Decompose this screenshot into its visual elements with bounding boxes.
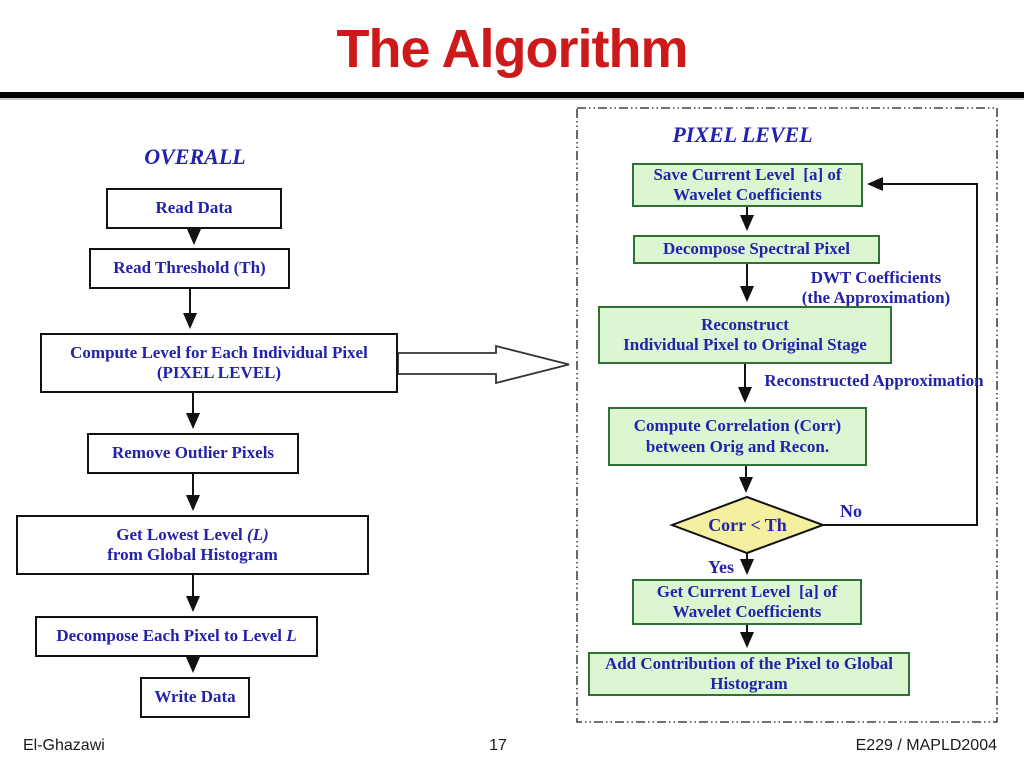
flow-box-label: Wavelet Coefficients xyxy=(672,602,822,621)
dwt-coefficients-label: DWT Coefficients (the Approximation) xyxy=(801,268,951,307)
flow-box-label: Read Threshold (Th) xyxy=(113,258,266,278)
flow-box-label: Add Contribution of the Pixel to Global xyxy=(604,653,894,673)
flow-box-save-current-level: Save Current Level [a] of Wavelet Coeffi… xyxy=(632,163,863,207)
reconstructed-approximation-label: Reconstructed Approximation xyxy=(764,371,984,390)
flow-box-label: from Global Histogram xyxy=(107,545,278,564)
pixel-level-heading: PIXEL LEVEL xyxy=(672,122,813,147)
no-branch-label: No xyxy=(840,501,862,521)
flow-box-write-data: Write Data xyxy=(140,677,250,718)
yes-branch-label: Yes xyxy=(708,557,734,577)
slide-title: The Algorithm xyxy=(336,19,689,79)
flow-box-compute-level: Compute Level for Each Individual Pixel … xyxy=(40,333,398,393)
flow-box-label: Remove Outlier Pixels xyxy=(111,443,275,463)
block-arrow-to-pixel-level xyxy=(397,344,570,385)
flow-box-label: Decompose Spectral Pixel xyxy=(663,239,850,259)
flow-box-label: Write Data xyxy=(154,687,236,707)
flow-box-label: Read Data xyxy=(155,198,233,218)
flow-box-label: Decompose Each Pixel to Level L xyxy=(56,626,297,646)
flow-box-decompose-spectral-pixel: Decompose Spectral Pixel xyxy=(633,235,880,264)
overall-heading: OVERALL xyxy=(144,144,246,169)
flow-box-label: Compute Correlation (Corr) xyxy=(633,416,842,436)
flow-box-label: Wavelet Coefficients xyxy=(673,185,822,204)
flow-box-remove-outlier: Remove Outlier Pixels xyxy=(87,433,299,474)
footer-author: El-Ghazawi xyxy=(23,737,105,754)
flow-box-decompose-each-pixel: Decompose Each Pixel to Level L xyxy=(35,616,318,657)
flow-box-reconstruct: Reconstruct Individual Pixel to Original… xyxy=(598,306,892,364)
footer-conference: E229 / MAPLD2004 xyxy=(855,737,997,754)
title-divider xyxy=(0,92,1024,100)
footer-page-number: 17 xyxy=(489,737,507,754)
flow-box-label: Save Current Level [a] of xyxy=(653,164,842,184)
decision-label: Corr < Th xyxy=(708,514,787,535)
flow-box-label: Get Lowest Level (L) xyxy=(116,524,269,544)
flow-box-read-data: Read Data xyxy=(106,188,282,229)
flow-box-label: Reconstruct xyxy=(701,314,789,334)
flow-box-read-threshold: Read Threshold (Th) xyxy=(89,248,290,289)
flow-box-label: Get Current Level [a] of xyxy=(656,581,838,601)
flow-box-label: (PIXEL LEVEL) xyxy=(156,363,282,382)
flow-box-label: Compute Level for Each Individual Pixel xyxy=(70,342,368,362)
flow-box-get-current-level: Get Current Level [a] of Wavelet Coeffic… xyxy=(632,579,862,625)
flow-box-label: between Orig and Recon. xyxy=(645,436,830,456)
flow-box-add-contribution: Add Contribution of the Pixel to Global … xyxy=(588,652,910,696)
flow-box-get-lowest-level: Get Lowest Level (L) from Global Histogr… xyxy=(16,515,369,575)
flow-box-compute-correlation: Compute Correlation (Corr) between Orig … xyxy=(608,407,867,466)
flow-box-label: Histogram xyxy=(710,674,788,693)
flow-box-label: Individual Pixel to Original Stage xyxy=(623,335,867,354)
